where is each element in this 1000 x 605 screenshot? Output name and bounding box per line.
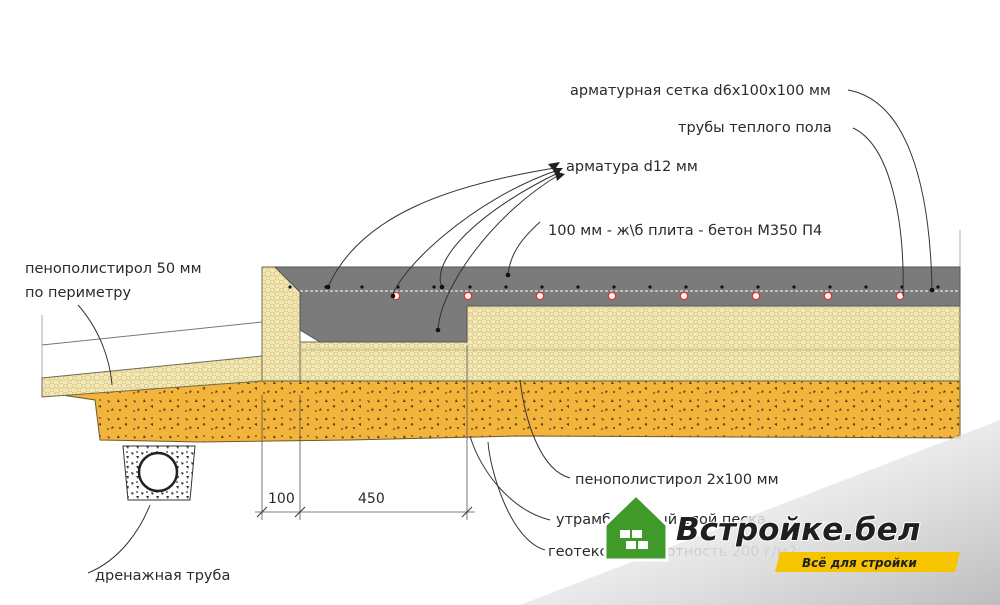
rebar-dot <box>648 285 652 289</box>
rebar-dot <box>288 285 292 289</box>
heating-pipe-dot <box>679 291 689 301</box>
rebar-dot <box>432 285 436 289</box>
dimension-450: 450 <box>358 491 385 507</box>
house-icon <box>603 492 669 562</box>
label-heating-pipes: трубы теплого пола <box>678 120 832 136</box>
label-eps-2x100: пенополистирол 2х100 мм <box>575 472 779 488</box>
concrete-slab <box>273 266 961 343</box>
heating-pipe-dot <box>751 291 761 301</box>
rebar-dot <box>504 285 508 289</box>
label-perimeter-eps-line2: по периметру <box>25 285 131 301</box>
rebar-dot <box>792 285 796 289</box>
heating-pipe-dot <box>895 291 905 301</box>
label-perimeter-eps-line1: пенополистирол 50 мм <box>25 261 202 277</box>
rebar-dot <box>576 285 580 289</box>
rebar-dot <box>720 285 724 289</box>
perimeter-eps-block <box>261 266 301 382</box>
arrowhead-icon <box>555 172 565 181</box>
site-logo[interactable]: Встройке.бел Всё для стройки <box>603 492 960 572</box>
leader-lines <box>77 89 933 574</box>
rebar-dot <box>360 285 364 289</box>
rebar-dot <box>540 285 544 289</box>
rebar-dot <box>936 285 940 289</box>
rebar-dot <box>684 285 688 289</box>
sand-layer <box>41 380 961 443</box>
heating-pipe-dot <box>535 291 545 301</box>
drain-pipe-shape <box>137 451 179 493</box>
rebar-dots <box>288 285 940 289</box>
rebar-dot <box>612 285 616 289</box>
heating-pipe-dot <box>463 291 473 301</box>
label-rebar: арматура d12 мм <box>566 159 698 175</box>
dimension-100: 100 <box>268 491 295 507</box>
leader-endpoints <box>325 272 935 333</box>
label-drain-pipe: дренажная труба <box>95 568 230 584</box>
ground-line <box>41 321 263 346</box>
rebar-dot <box>864 285 868 289</box>
logo-name: Встройке.бел <box>676 512 920 548</box>
rebar-dot <box>828 285 832 289</box>
label-mesh: арматурная сетка d6x100x100 мм <box>570 83 831 99</box>
rebar-dot <box>468 285 472 289</box>
arrowhead-icon <box>552 168 563 176</box>
heating-pipe-dot <box>607 291 617 301</box>
logo-tagline-banner <box>775 552 960 572</box>
heating-pipe-dot <box>823 291 833 301</box>
dimension-lines <box>255 345 475 520</box>
rebar-dot <box>756 285 760 289</box>
label-slab: 100 мм - ж\б плита - бетон М350 П4 <box>548 223 822 239</box>
arrowhead-icon <box>548 162 560 171</box>
logo-tagline: Всё для стройки <box>802 556 917 570</box>
